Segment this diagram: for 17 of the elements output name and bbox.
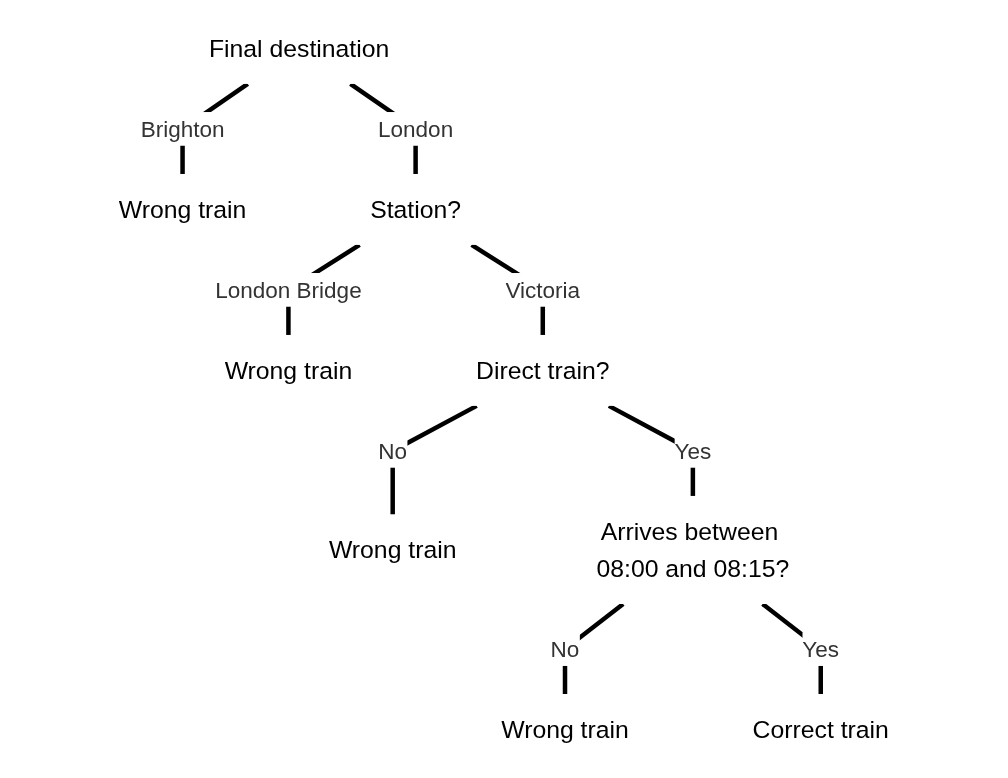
node-text: Direct train? bbox=[476, 356, 610, 385]
node-text: Correct train bbox=[752, 715, 890, 744]
edge-label: Yes bbox=[802, 636, 840, 662]
node-text: Wrong train bbox=[501, 715, 629, 744]
edge-label: London Bridge bbox=[215, 277, 362, 303]
edge-label: Brighton bbox=[140, 116, 225, 142]
edge-label: No bbox=[550, 636, 580, 662]
node-text: Final destination bbox=[209, 34, 390, 63]
node-text: Station? bbox=[370, 195, 462, 224]
node-text: Wrong train bbox=[224, 356, 353, 385]
edge-label: Yes bbox=[674, 438, 712, 464]
node-text: Arrives between 08:00 and 08:15? bbox=[596, 517, 790, 583]
edge-label: No bbox=[378, 438, 408, 464]
edge-label: London bbox=[378, 116, 454, 142]
node-text: Wrong train bbox=[329, 535, 457, 565]
node-text: Wrong train bbox=[118, 195, 247, 224]
edge-label: Victoria bbox=[505, 277, 581, 303]
